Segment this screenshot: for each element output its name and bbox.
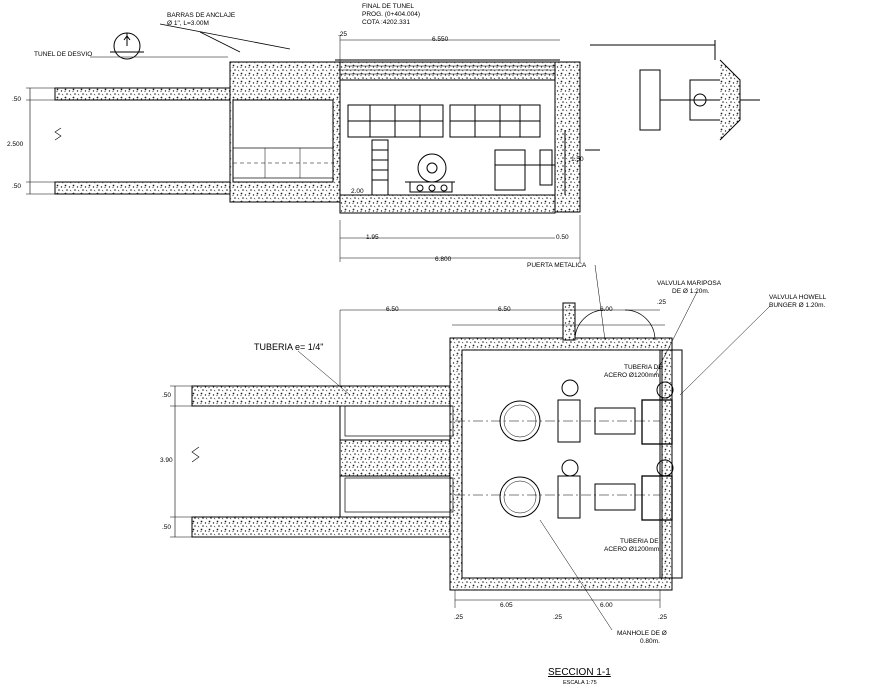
dim-top-edge: .25 xyxy=(338,31,348,38)
manhole-label-2: 0.80m. xyxy=(640,638,660,645)
dim-left-2: 2.500 xyxy=(7,141,24,148)
valvula-howell-label-2: BUNGER Ø 1.20m. xyxy=(769,302,826,309)
dim-25b: .25 xyxy=(454,614,464,621)
dim-600a: 6.00 xyxy=(600,306,613,313)
valvula-mariposa-label-2: DE Ø 1.20m. xyxy=(672,288,710,295)
dim-650a: 6.50 xyxy=(386,306,399,313)
dim-650b: 6.50 xyxy=(498,306,511,313)
final-tunel-label-3: COTA :4202.331 xyxy=(362,19,410,26)
north-symbol xyxy=(110,32,144,60)
top-plan xyxy=(26,23,760,262)
dim-25d: .25 xyxy=(658,614,668,621)
drawing-title: SECCION 1-1 xyxy=(548,667,611,678)
anclaje-label-2: Ø 1", L=3.00M xyxy=(167,20,209,27)
tuberia-acero-label-1b: ACERO Ø1200mm xyxy=(604,372,660,379)
tuberia-acero-label-2a: TUBERIA DE xyxy=(620,538,659,545)
drawing-scale: ESCALA 1:75 xyxy=(563,680,597,686)
dim-6800: 6.800 xyxy=(435,256,452,263)
dim-200: 2.00 xyxy=(351,188,364,195)
tuberia-acero-label-2b: ACERO Ø1200mm xyxy=(604,546,660,553)
final-tunel-label-1: FINAL DE TUNEL xyxy=(362,3,415,10)
dim-605: 6.05 xyxy=(500,602,513,609)
valvula-mariposa-label-1: VALVULA MARIPOSA xyxy=(657,280,722,287)
dim-left-3: .50 xyxy=(12,183,22,190)
dim-left-50b: .50 xyxy=(162,524,172,531)
tunel-desvio-label: TUNEL DE DESVIO xyxy=(34,51,93,58)
manhole-label-1: MANHOLE DE Ø xyxy=(617,630,667,637)
dim-left-1: .50 xyxy=(12,96,22,103)
bottom-plan xyxy=(170,264,771,631)
dim-left-50a: .50 xyxy=(162,392,172,399)
dim-050: 0.50 xyxy=(556,234,569,241)
puerta-label: PUERTA METALICA xyxy=(527,262,587,269)
tuberia-acero-label-1a: TUBERIA DE xyxy=(624,364,663,371)
final-tunel-label-2: PROG. (0+404.004) xyxy=(362,11,420,18)
dim-600b: 6.00 xyxy=(600,602,613,609)
dim-25c: .25 xyxy=(553,614,563,621)
tuberia-e-label: TUBERIA e= 1/4" xyxy=(254,342,324,352)
valvula-howell-label-1: VALVULA HOWELL xyxy=(769,294,827,301)
dim-195: 1.95 xyxy=(366,234,379,241)
dim-total-top: 6.550 xyxy=(432,36,449,43)
dim-left-390: 3.90 xyxy=(160,457,173,464)
dim-150: 1.50 xyxy=(571,156,584,163)
anclaje-label-1: BARRAS DE ANCLAJE xyxy=(167,12,236,19)
dim-25a: .25 xyxy=(657,299,667,306)
